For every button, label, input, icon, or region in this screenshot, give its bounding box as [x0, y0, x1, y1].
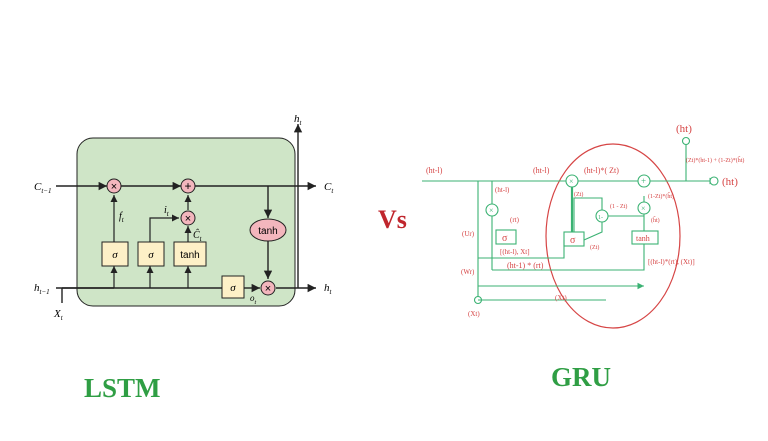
c-out-label: Ct [324, 181, 334, 195]
gru-rt-label: (rt) [510, 216, 520, 224]
gru-labels: (ht) (ht) (ht-l) (ht-l) (ht-l) (ht-l)*( … [426, 123, 744, 318]
gru-ht-right-label: (ht) [722, 176, 738, 188]
gru-tanh-label: tanh [636, 234, 650, 243]
gru-ht1-mid-label: (ht-l) [533, 166, 550, 175]
gru-zt-top-label: (Zt) [574, 191, 583, 198]
h-out-label: ht [324, 282, 333, 296]
add-node [180, 178, 196, 194]
o-gate-label: ot [250, 293, 257, 306]
gru-concat-line [478, 240, 565, 259]
h-top-label: ht [294, 113, 303, 127]
gru-zt-line [573, 197, 603, 232]
gru-highlight-ellipse [545, 143, 681, 329]
forget-sigma-label: σ [112, 249, 118, 261]
gru-add-node [637, 174, 651, 188]
gru-tanh-mult-symbol: × [641, 204, 646, 213]
h-prev-label: ht−1 [34, 282, 50, 296]
candidate-tanh-box [173, 241, 207, 267]
input-mult-node [180, 210, 196, 226]
gru-update-sigma-label: σ [570, 235, 576, 246]
gru-one-minus-node [595, 209, 609, 223]
input-sigma-box [137, 241, 165, 267]
gru-add-symbol: + [641, 176, 646, 186]
gru-concat2-label: [(ht-l)*(rt), (Xt)] [648, 258, 695, 266]
gru-zt-mult-node [565, 174, 579, 188]
output-mult-symbol: × [265, 283, 271, 295]
lstm-diagram: × + × × tanh σ σ tanh σ Ct−1 Ct ht−1 ht … [34, 113, 334, 322]
gru-one-minus-zt-ht-label: (1-Zt)*(h̃t) [648, 192, 674, 200]
gru-reset-mult-node [485, 203, 499, 217]
lstm-title: LSTM [84, 373, 161, 403]
gru-one-minus-zt-label: (1 - Zt) [610, 203, 627, 210]
gru-ur-label: (Ur) [462, 230, 475, 238]
gru-xt-left-label: (Xt) [468, 310, 480, 318]
add-symbol: + [184, 179, 191, 193]
input-mult-symbol: × [185, 213, 191, 225]
gru-out-node [709, 176, 719, 186]
output-sigma-box [221, 275, 245, 299]
forget-mult-node [106, 178, 122, 194]
gru-ht1-rt-label: (ht-1) * (rt) [507, 261, 544, 270]
gru-reset-mult-symbol: × [489, 206, 494, 215]
gru-ht-tilde-label: (h̃t) [651, 216, 660, 224]
i-gate-label: it [164, 205, 170, 218]
gru-zt-mult-symbol: × [569, 177, 574, 186]
gru-diagram [422, 136, 719, 329]
gru-zt-bottom-label: (Zt) [590, 244, 599, 251]
gru-title: GRU [551, 362, 611, 392]
c-prev-label: Ct−1 [34, 181, 52, 195]
gru-ht1-inner-label: (ht-l) [495, 186, 510, 194]
output-mult-node [260, 280, 276, 296]
gru-top-node [681, 136, 691, 146]
cell-tanh-node [249, 218, 287, 242]
input-sigma-label: σ [148, 249, 154, 261]
sigma-i-to-mult [149, 214, 179, 242]
forget-sigma-box [101, 241, 129, 267]
output-sigma-label: σ [230, 282, 236, 294]
x-in-label: Xt [53, 308, 64, 322]
gru-one-minus-line [583, 222, 603, 241]
gru-ht1-zt-label: (ht-l)*( Zt) [584, 166, 619, 175]
gru-xt-mid-label: (Xt) [555, 294, 567, 302]
gru-reset-sigma-label: σ [502, 233, 508, 244]
gru-tanh-box [631, 230, 659, 245]
gru-wr-label: (Wr) [461, 268, 475, 276]
gru-formula-label: (Zt)*(ht-1) + (1-Zt)*(h̃t) [686, 156, 744, 164]
gru-concat1-label: [(ht-l), Xt] [500, 248, 530, 256]
candidate-tanh-label: tanh [180, 250, 199, 261]
gru-tanh-mult-node [637, 201, 651, 215]
f-gate-label: ft [119, 211, 125, 224]
gru-reset-sigma-box [495, 229, 517, 245]
forget-mult-symbol: × [111, 181, 117, 193]
gru-rt-line [492, 244, 645, 271]
vs-label: Vs [378, 205, 407, 234]
cell-tanh-label: tanh [258, 226, 277, 237]
c-hat-label: Ĉt [193, 229, 203, 243]
gru-one-minus-symbol: 1- [598, 215, 603, 221]
gru-ht1-left-label: (ht-l) [426, 166, 443, 175]
gru-ht-top-label: (ht) [676, 123, 692, 135]
